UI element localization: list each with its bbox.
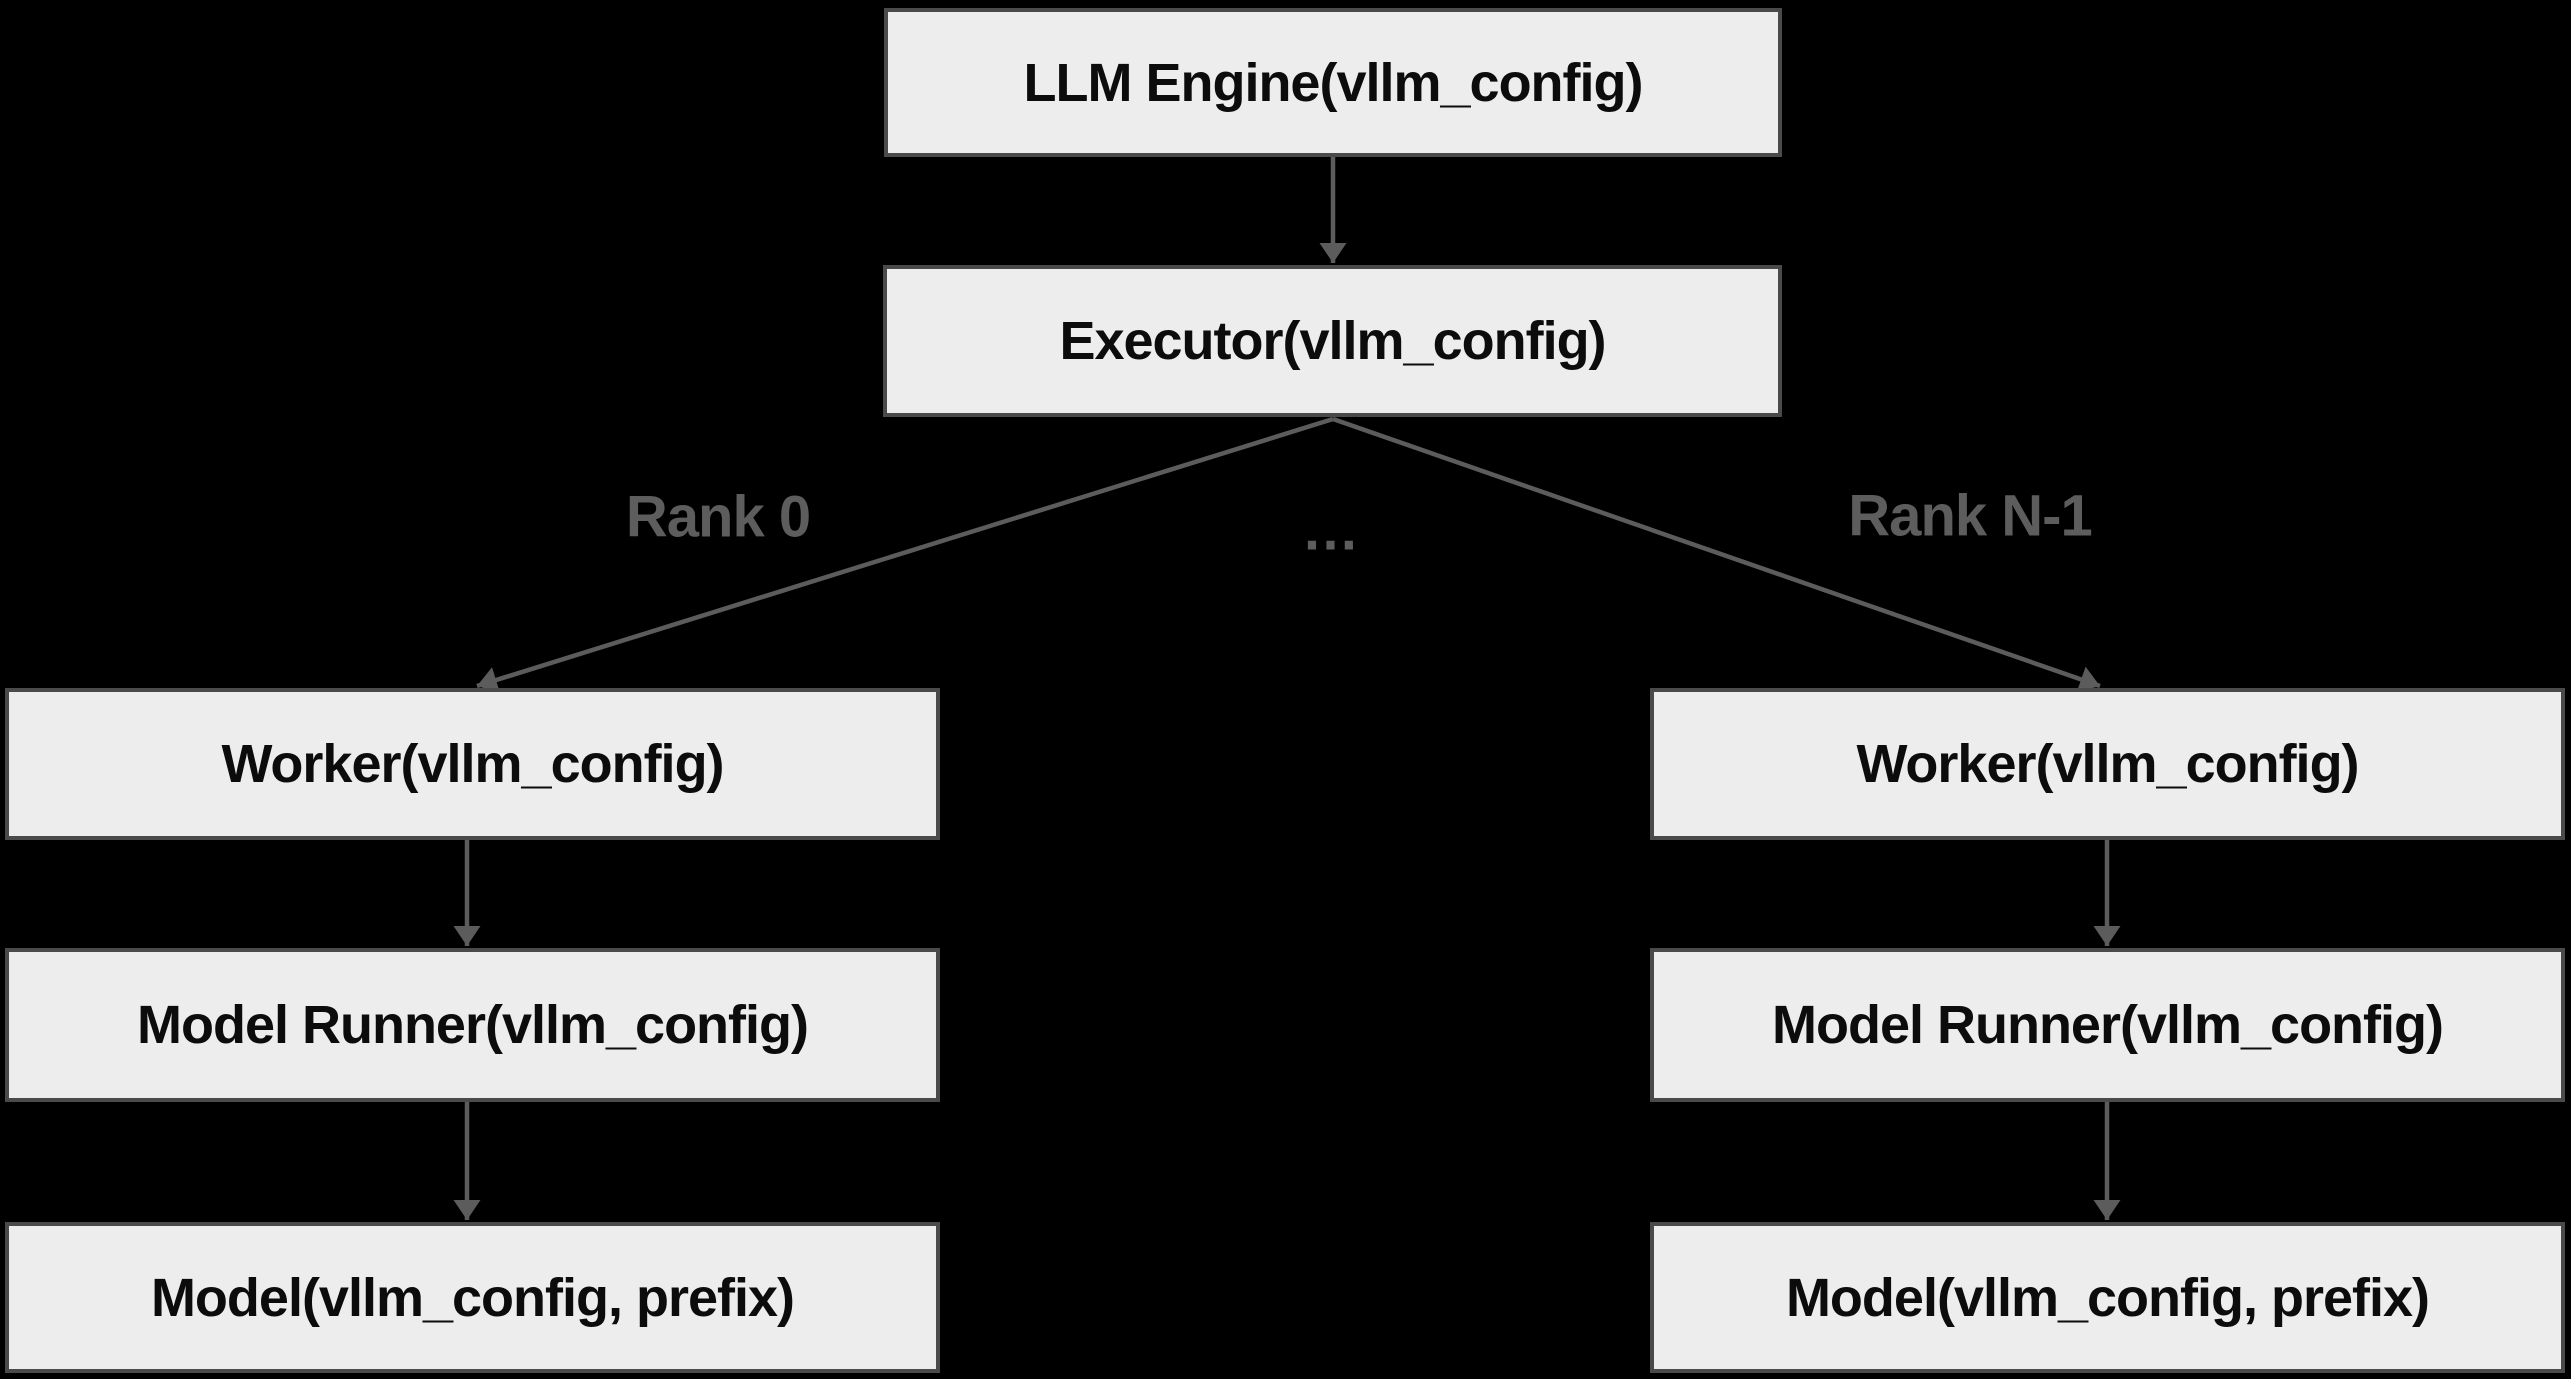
node-llm-engine-label: LLM Engine(vllm_config) bbox=[1023, 52, 1644, 113]
node-model-runner-right: Model Runner(vllm_config) bbox=[1650, 948, 2565, 1102]
node-worker-right-label: Worker(vllm_config) bbox=[1856, 734, 2359, 794]
node-model-left-label: Model(vllm_config, prefix) bbox=[150, 1267, 795, 1328]
node-model-right-label: Model(vllm_config, prefix) bbox=[1785, 1267, 2430, 1328]
node-executor: Executor(vllm_config) bbox=[883, 265, 1782, 417]
edge-label-ellipsis: … bbox=[1301, 497, 1360, 563]
node-model-runner-left: Model Runner(vllm_config) bbox=[5, 948, 940, 1102]
node-executor-label: Executor(vllm_config) bbox=[1059, 311, 1606, 371]
edge-executor-to-worker-left bbox=[476, 416, 1334, 693]
node-model-right: Model(vllm_config, prefix) bbox=[1650, 1222, 2565, 1373]
node-worker-left-label: Worker(vllm_config) bbox=[221, 734, 724, 794]
node-worker-right: Worker(vllm_config) bbox=[1650, 688, 2565, 840]
node-model-runner-left-label: Model Runner(vllm_config) bbox=[136, 995, 809, 1055]
edge-executor-to-worker-right bbox=[1332, 416, 2101, 693]
node-model-runner-right-label: Model Runner(vllm_config) bbox=[1771, 995, 2444, 1055]
node-model-left: Model(vllm_config, prefix) bbox=[5, 1222, 940, 1373]
node-worker-left: Worker(vllm_config) bbox=[5, 688, 940, 840]
edge-label-rank-0: Rank 0 bbox=[625, 484, 811, 550]
edge-label-rank-n-1: Rank N-1 bbox=[1848, 483, 2092, 549]
node-llm-engine: LLM Engine(vllm_config) bbox=[884, 8, 1782, 157]
